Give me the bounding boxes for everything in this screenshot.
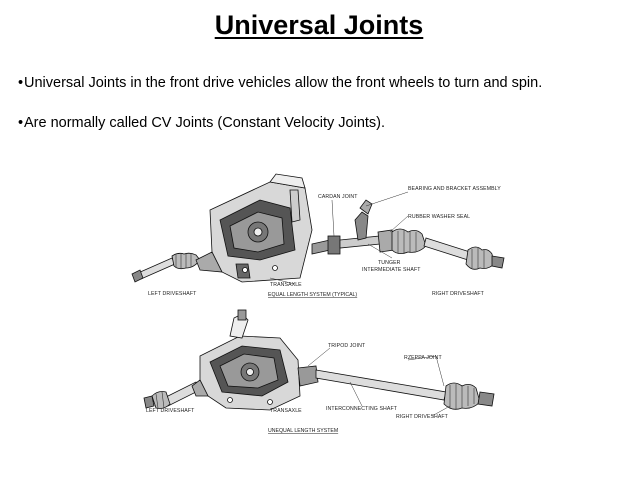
label-intermediate-shaft: INTERMEDIATE SHAFT — [362, 267, 421, 273]
label-tripod-joint: TRIPOD JOINT — [328, 343, 366, 349]
label-left-driveshaft-top: LEFT DRIVESHAFT — [148, 291, 197, 297]
label-bearing-bracket: BEARING AND BRACKET ASSEMBLY — [408, 186, 501, 192]
label-left-driveshaft-bottom: LEFT DRIVESHAFT — [146, 408, 195, 414]
label-transaxle-top: TRANSAXLE — [270, 282, 302, 288]
intermediate-shaft-top — [311, 199, 505, 270]
label-interconnecting-shaft: INTERCONNECTING SHAFT — [326, 406, 398, 412]
equal-length-assembly: CARDAN JOINT BEARING AND BRACKET ASSEMBL… — [131, 173, 505, 298]
slide-title: Universal Joints — [214, 10, 424, 40]
bullet-item: •Are normally called CV Joints (Constant… — [18, 114, 630, 132]
unequal-length-assembly: TRIPOD JOINT RZEPPA JOINT LEFT DRIVESHAF… — [143, 309, 495, 434]
leader-lines-top — [269, 191, 409, 285]
label-tunger: TUNGER — [378, 260, 401, 266]
caption-equal-length: EQUAL LENGTH SYSTEM (TYPICAL) — [268, 292, 357, 298]
caption-unequal-length: UNEQUAL LENGTH SYSTEM — [268, 428, 338, 434]
label-right-driveshaft-top: RIGHT DRIVESHAFT — [432, 291, 485, 297]
left-driveshaft-top — [131, 252, 201, 283]
bullet-text: Are normally called CV Joints (Constant … — [24, 115, 386, 131]
bullet-text: Universal Joints in the front drive vehi… — [24, 75, 543, 91]
label-transaxle-bottom: TRANSAXLE — [270, 408, 302, 414]
transaxle-bottom — [191, 309, 301, 411]
leader-lines-bottom — [307, 347, 451, 417]
diagram-svg: CARDAN JOINT BEARING AND BRACKET ASSEMBL… — [131, 173, 505, 434]
bullet-list: •Universal Joints in the front drive veh… — [18, 74, 630, 154]
label-rzeppa-joint: RZEPPA JOINT — [404, 355, 442, 361]
label-rubber-washer: RUBBER WASHER SEAL — [408, 214, 470, 220]
cv-joint-diagram: CARDAN JOINT BEARING AND BRACKET ASSEMBL… — [130, 160, 510, 440]
label-cardan-joint: CARDAN JOINT — [318, 194, 358, 200]
bullet-item: •Universal Joints in the front drive veh… — [18, 74, 630, 92]
label-right-driveshaft-bottom: RIGHT DRIVESHAFT — [396, 414, 449, 420]
bullet-marker: • — [18, 75, 24, 91]
transaxle-top — [195, 173, 313, 283]
interconnecting-shaft — [297, 365, 495, 410]
bullet-marker: • — [18, 115, 24, 131]
